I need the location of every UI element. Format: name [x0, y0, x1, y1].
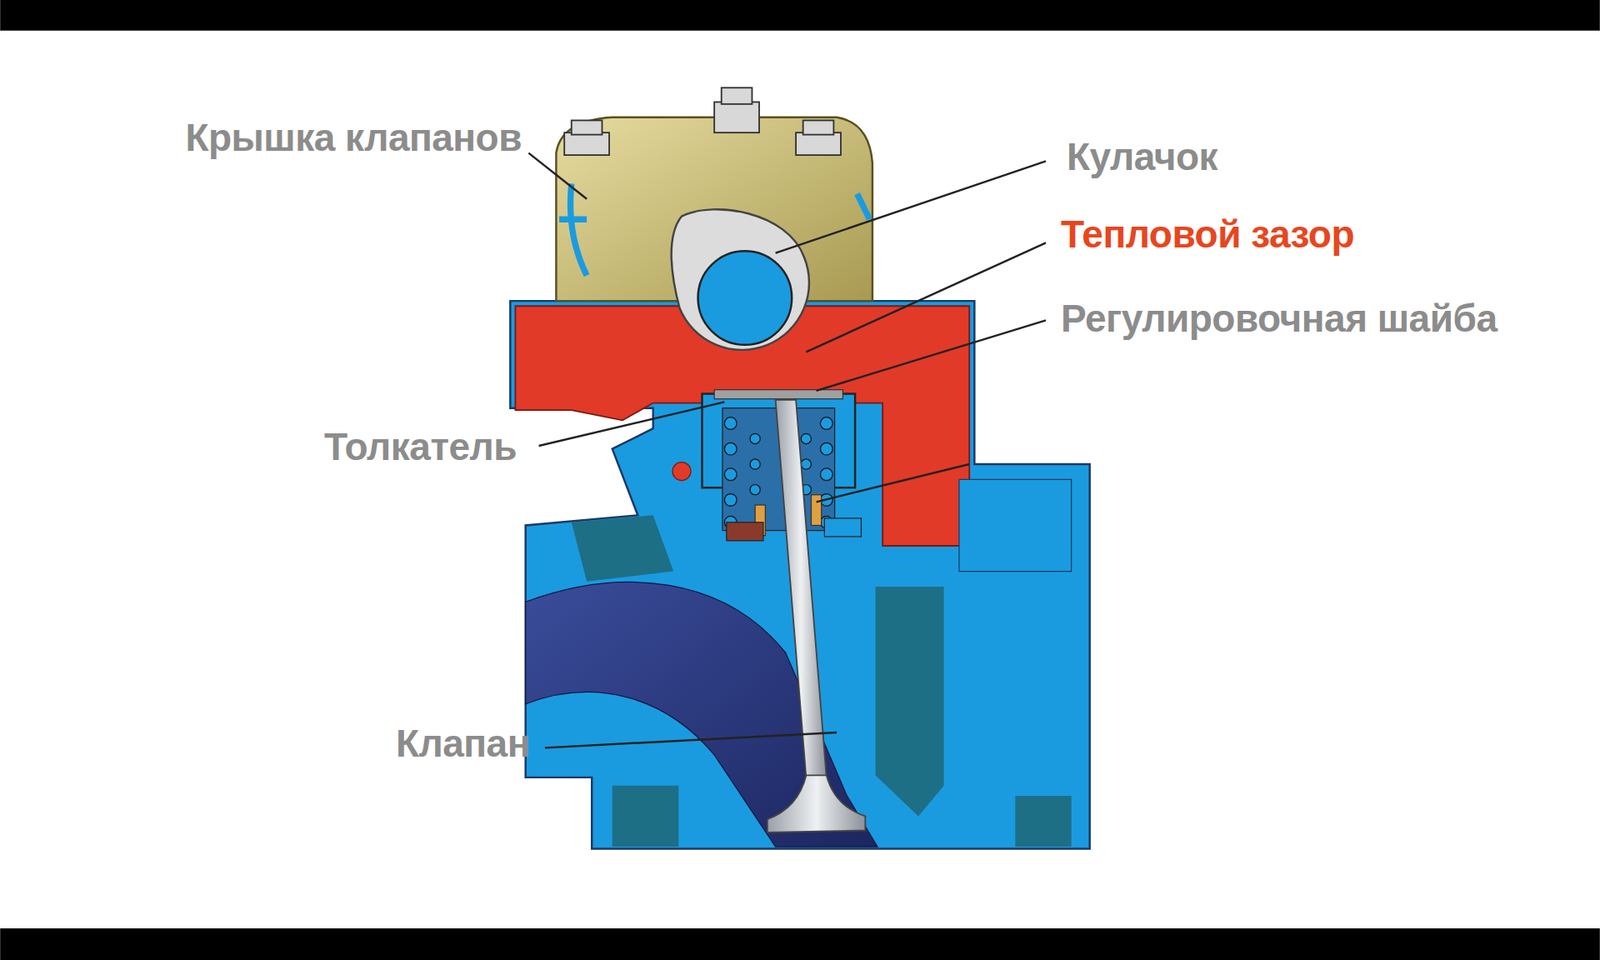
head-wall [959, 479, 1072, 571]
part-label: Толкатель [324, 425, 517, 469]
bolts [564, 87, 841, 155]
cover-channel [857, 194, 870, 220]
intake-port [525, 582, 878, 848]
part-label: Регулировочная шайба [1060, 297, 1497, 340]
water-jacket [1015, 795, 1071, 847]
bottom-bar [0, 928, 1600, 960]
part-label: Клапан [395, 722, 530, 765]
leader-lines [528, 153, 1046, 749]
water-jacket [571, 515, 674, 582]
cylinder-head [510, 300, 1090, 849]
camshaft [698, 250, 793, 345]
water-jacket [875, 586, 945, 816]
part-label: Крышка клапанов [185, 116, 522, 160]
part-label: Кулачок [1066, 135, 1218, 179]
oil-channel [672, 462, 691, 481]
shim [714, 390, 843, 400]
valve-stem [775, 400, 827, 778]
part-label: Тепловой зазор [1060, 213, 1355, 256]
spring-seat [824, 518, 861, 537]
top-bar [0, 0, 1600, 31]
valve-seal [810, 495, 821, 526]
valve-head [767, 775, 866, 833]
cover-channel [559, 183, 587, 275]
water-jacket [612, 785, 680, 847]
spring-seat [726, 522, 764, 541]
cam [671, 209, 810, 350]
